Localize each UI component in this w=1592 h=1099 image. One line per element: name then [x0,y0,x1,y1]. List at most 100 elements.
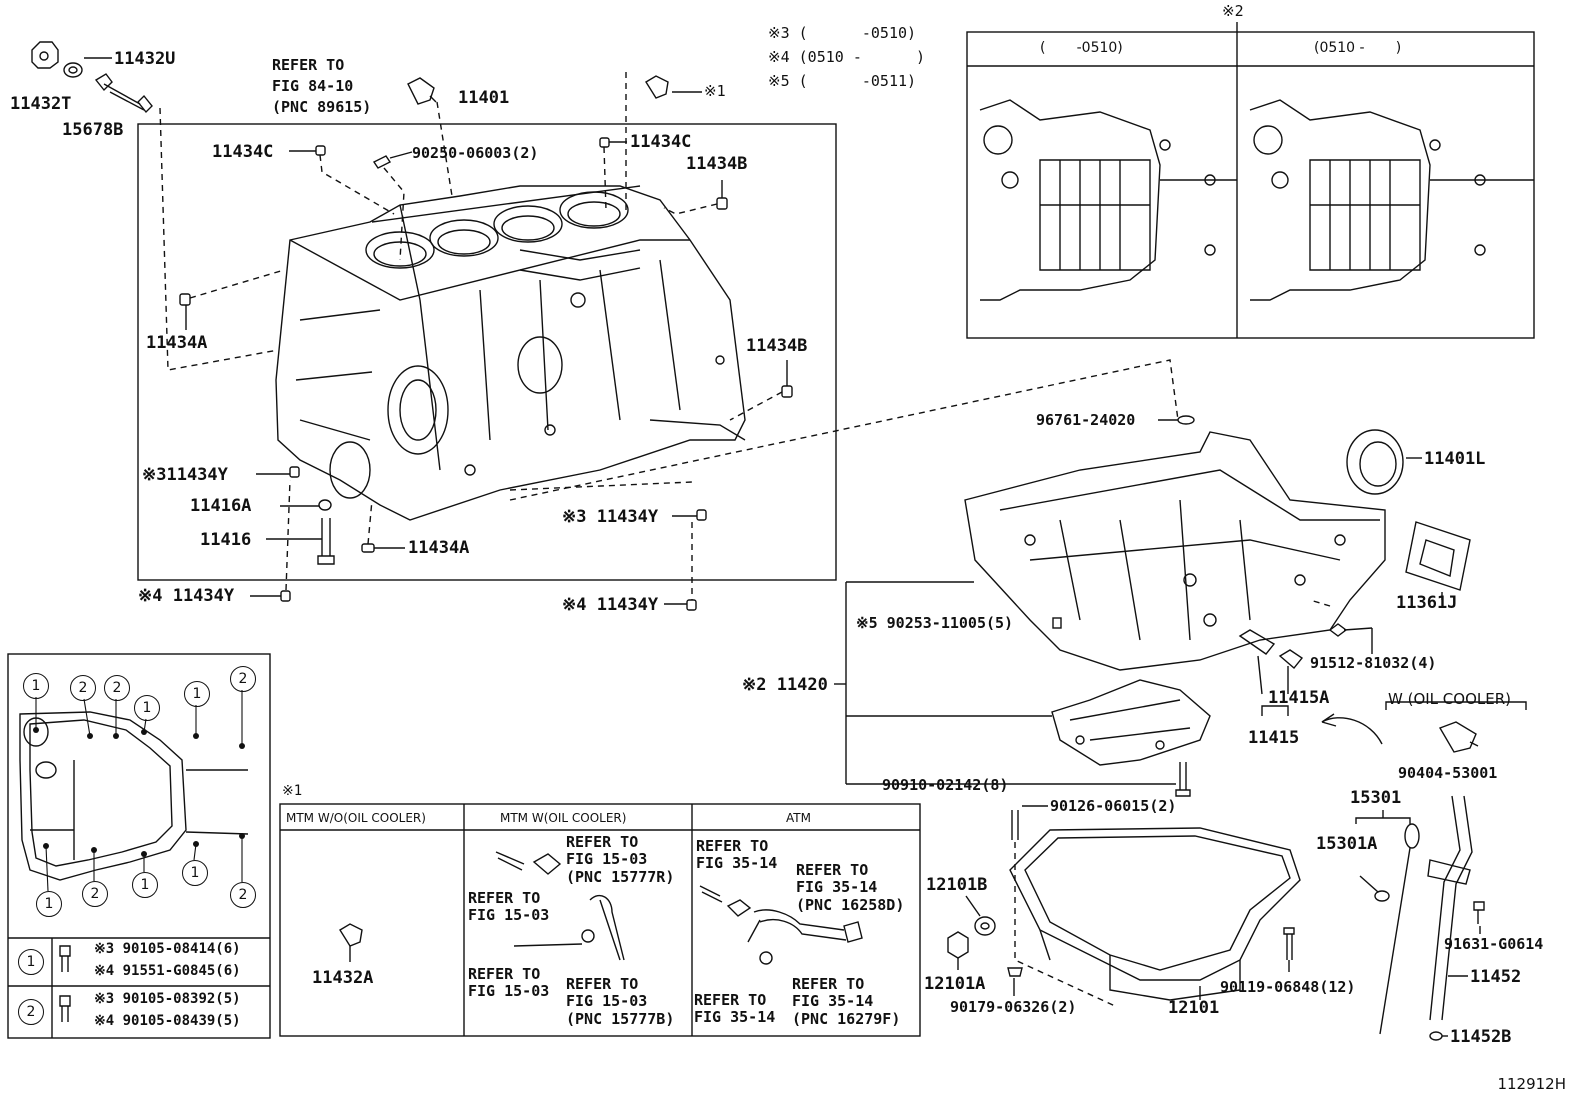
label-12101b[interactable]: 12101B [926,875,988,895]
label-11401l[interactable]: 11401L [1424,449,1486,469]
cylinder-block-11401-icon [275,185,746,521]
bolt-legend-row1-b[interactable]: ※4 91551-G0845(6) [94,963,241,979]
label-90910[interactable]: 90910-02142(8) [882,776,1009,794]
label-90253[interactable]: ※5 90253-11005(5) [856,614,1014,632]
label-11434c-a[interactable]: 11434C [212,142,274,162]
inset-bolt-layout [966,22,1535,339]
oil-baffle-icon [1051,679,1211,766]
refer-fig84-line1[interactable]: REFER TO [272,56,345,74]
label-mark1-top[interactable]: ※1 [704,82,726,100]
inset-mark2: ※2 [1222,2,1244,20]
mtmw-ref-1-line1: REFER TO [566,833,639,851]
oring-96761-icon [1177,415,1195,425]
label-11434a-b[interactable]: 11434A [408,538,470,558]
union-15678b-icon [94,73,153,114]
mtmw-ref-1-line2: FIG 15-03 [566,850,648,869]
label-96761[interactable]: 96761-24020 [1036,411,1136,429]
mtmw-ref-3[interactable]: REFER TO FIG 15-03 [468,966,568,1001]
bolt-map-frame [7,653,271,1039]
label-11434y-mark3-a[interactable]: ※311434Y [142,465,228,485]
plug-11434y-b-icon [696,509,707,521]
label-11434c-b[interactable]: 11434C [630,132,692,152]
atm-ref-2-line2: FIG 35-14 [796,878,878,897]
refer-fig84-line3[interactable]: (PNC 89615) [272,98,372,116]
bolt-position-marker: 1 [182,860,208,886]
label-12101[interactable]: 12101 [1168,998,1220,1018]
plug-11432a-icon [339,923,363,947]
bolt-legend-row1-a[interactable]: ※3 90105-08414(6) [94,941,241,957]
label-11401[interactable]: 11401 [458,88,510,108]
label-12101a[interactable]: 12101A [924,974,986,994]
stud-90126-icon [1011,810,1019,840]
mtmw-ref-4-line1: REFER TO [566,975,639,993]
label-90126[interactable]: 90126-06015(2) [1050,797,1177,815]
label-11452[interactable]: 11452 [1470,967,1522,987]
label-11415[interactable]: 11415 [1248,728,1300,748]
label-90119[interactable]: 90119-06848(12) [1220,978,1356,996]
label-91512[interactable]: 91512-81032(4) [1310,654,1437,672]
oil-cooler-pipe-icon [495,851,625,961]
atm-ref-4-line3: (PNC 16279F) [792,1010,901,1028]
mtmw-ref-3-line1: REFER TO [468,966,541,983]
label-11434b-a[interactable]: 11434B [686,154,748,174]
oil-pressure-switch-90404-icon [1438,721,1479,753]
illustration-code: 112912H [1497,1075,1566,1093]
label-90404[interactable]: 90404-53001 [1398,764,1498,782]
label-15678b[interactable]: 15678B [62,120,124,140]
bolt-legend-row2-a[interactable]: ※3 90105-08392(5) [94,991,241,1007]
plug-11434y-d-icon [280,590,291,602]
gasket-12101b-icon [974,916,996,936]
plug-11434y-c-icon [686,599,697,611]
label-15301a[interactable]: 15301A [1316,834,1378,854]
pin-11434b-a-icon [716,197,728,210]
bolt-position-marker: 2 [104,675,130,701]
bolt-91631-icon [1473,901,1485,924]
bolt-position-marker: 2 [70,675,96,701]
label-11432t[interactable]: 11432T [10,94,72,114]
label-11434a-a[interactable]: 11434A [146,333,208,353]
mtmw-ref-2-line2: FIG 15-03 [468,906,550,925]
oring-11452b-icon [1429,1031,1443,1041]
label-11434y-mark4-b[interactable]: ※4 11434Y [562,595,659,615]
mtmw-ref-1[interactable]: REFER TO FIG 15-03 (PNC 15777R) [566,833,690,886]
label-11415a[interactable]: 11415A [1268,688,1330,708]
mtmw-ref-4-line3: (PNC 15777B) [566,1010,675,1028]
label-11361j[interactable]: 11361J [1396,593,1458,613]
label-90179[interactable]: 90179-06326(2) [950,998,1077,1016]
label-11432a[interactable]: 11432A [312,968,374,988]
oil-seal-11401l-icon [1346,429,1404,495]
label-11416a[interactable]: 11416A [190,496,252,516]
table-col-mtm-wo: MTM W/O(OIL COOLER) [286,811,426,825]
atm-ref-1-line1: REFER TO [696,838,769,855]
bolt-91512-icon [1328,623,1373,637]
label-15301[interactable]: 15301 [1350,788,1402,808]
refer-fig84-line2[interactable]: FIG 84-10 [272,77,354,95]
atm-ref-1-line2: FIG 35-14 [696,854,778,873]
label-11452b[interactable]: 11452B [1450,1027,1512,1047]
label-91631[interactable]: 91631-G0614 [1444,935,1544,953]
variant-table [279,803,921,1037]
pin-11434b-b-icon [781,385,793,398]
oil-pan-upper-11420-icon [964,431,1386,671]
atm-ref-2[interactable]: REFER TO FIG 35-14 (PNC 16258D) [796,861,918,914]
mtmw-ref-4[interactable]: REFER TO FIG 15-03 (PNC 15777B) [566,975,690,1028]
inset-right-header: (0510 - ) [1314,40,1402,56]
bolt-legend-row2-b[interactable]: ※4 90105-08439(5) [94,1013,241,1029]
label-11434y-mark4-a[interactable]: ※4 11434Y [138,586,235,606]
mtmw-ref-3-line2: FIG 15-03 [468,982,550,1001]
atm-ref-3[interactable]: REFER TO FIG 35-14 [694,992,792,1027]
label-11434y-mark3-b[interactable]: ※3 11434Y [562,507,659,527]
table-col-atm: ATM [786,811,811,825]
mtmw-ref-2[interactable]: REFER TO FIG 15-03 [468,890,578,925]
label-90250[interactable]: 90250-06003(2) [412,144,539,162]
label-11432u[interactable]: 11432U [114,49,176,69]
bolt-position-marker: 1 [36,891,62,917]
bolt-11416-icon [317,518,335,565]
bolt-position-marker: 2 [82,881,108,907]
atm-ref-4[interactable]: REFER TO FIG 35-14 (PNC 16279F) [792,975,918,1028]
label-11434b-b[interactable]: 11434B [746,336,808,356]
atm-ref-1[interactable]: REFER TO FIG 35-14 [696,838,794,873]
label-11416[interactable]: 11416 [200,530,252,550]
label-11420[interactable]: ※2 11420 [742,675,828,695]
